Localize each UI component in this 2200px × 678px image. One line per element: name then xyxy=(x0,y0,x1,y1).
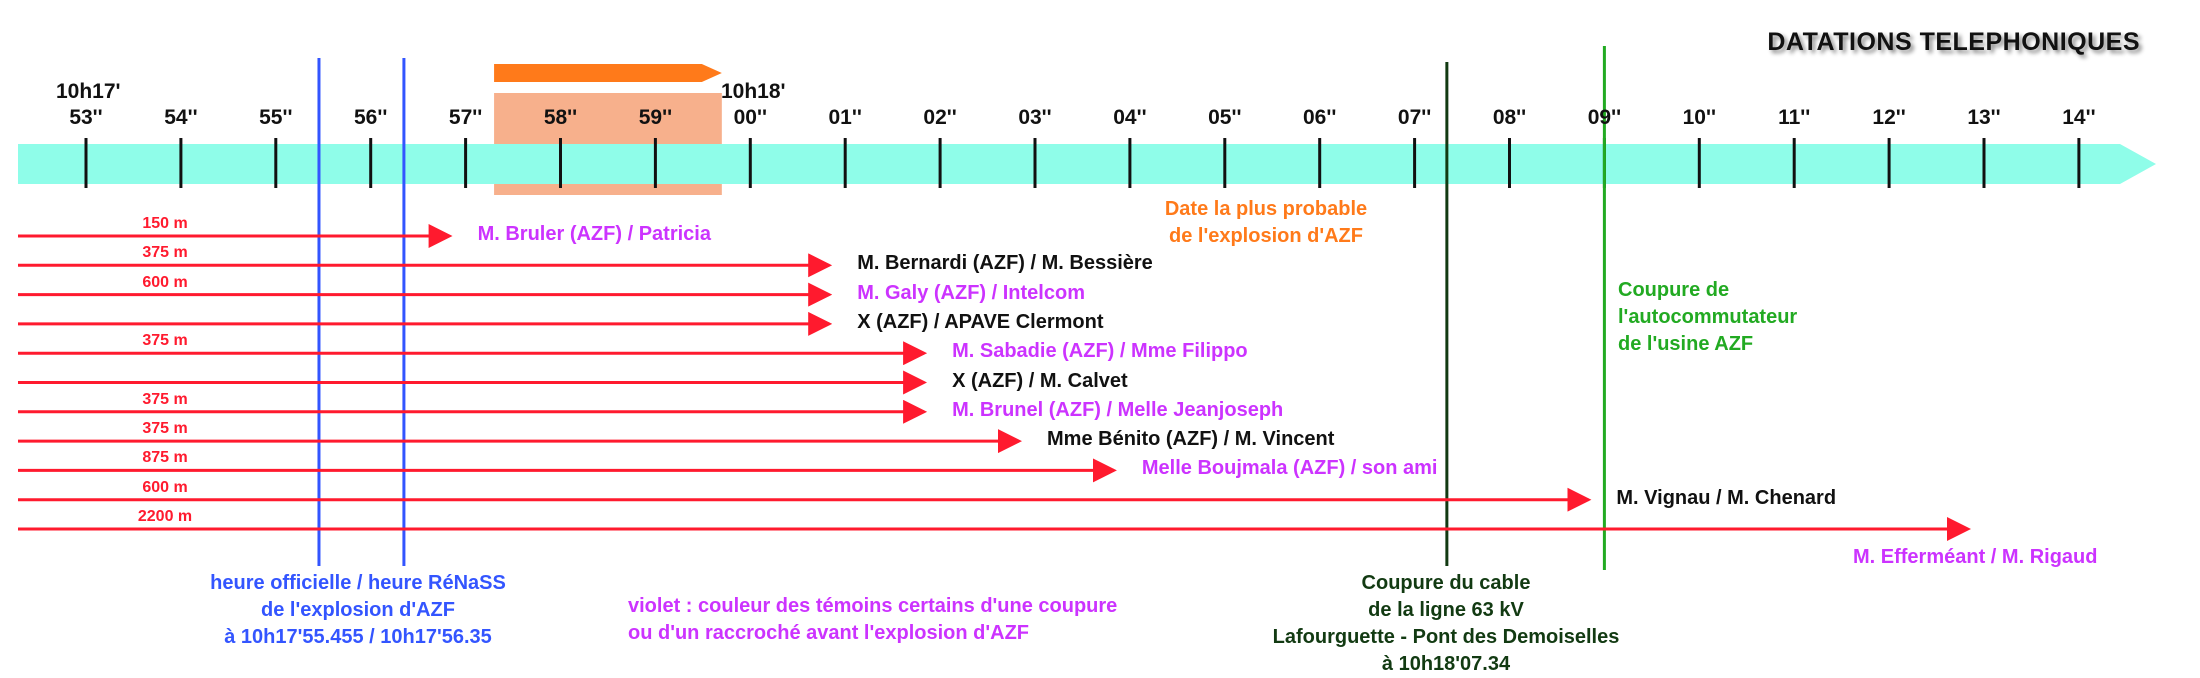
call-label: M. Bernardi (AZF) / M. Bessière xyxy=(857,252,1153,275)
call-distance: 375 m xyxy=(142,332,188,350)
autocom-note-line-2: l'autocommutateur xyxy=(1618,306,1798,328)
legend-line-1: violet : couleur des témoins certains d'… xyxy=(628,595,1118,617)
official-note-line-3: à 10h17'55.455 / 10h17'56.35 xyxy=(224,626,492,648)
call-label: Mme Bénito (AZF) / M. Vincent xyxy=(1047,428,1335,451)
tick-label: 12'' xyxy=(1872,106,1906,129)
time-heading-10h17: 10h17' xyxy=(56,80,121,103)
color-legend-note: violet : couleur des témoins certains d'… xyxy=(628,593,1117,647)
cable-note-line-2: de la ligne 63 kV xyxy=(1368,599,1524,621)
call-distance: 600 m xyxy=(142,273,188,291)
autocom-note-line-1: Coupure de xyxy=(1618,279,1730,301)
time-heading-10h18: 10h18' xyxy=(721,80,786,103)
tick-label: 07'' xyxy=(1397,106,1432,129)
call-distance: 375 m xyxy=(142,390,188,408)
tick-label: 08'' xyxy=(1492,106,1527,129)
probable-date-label: Date la plus probable de l'explosion d'A… xyxy=(1165,196,1367,250)
call-label: M. Bruler (AZF) / Patricia xyxy=(477,223,711,245)
call-label: X (AZF) / M. Calvet xyxy=(952,369,1128,392)
tick-label: 58'' xyxy=(543,106,578,129)
tick-label: 59'' xyxy=(638,106,673,129)
call-label: M. Brunel (AZF) / Melle Jeanjoseph xyxy=(952,398,1284,421)
tick-label: 13'' xyxy=(1967,106,2001,129)
tick-label: 55'' xyxy=(259,106,293,129)
call-label: M. Efferméant / M. Rigaud xyxy=(1853,546,2098,568)
tick-label: 54'' xyxy=(164,106,198,129)
cable-note-line-4: à 10h18'07.34 xyxy=(1381,653,1511,675)
call-distance: 375 m xyxy=(142,244,188,262)
call-distance: 875 m xyxy=(142,449,188,467)
probable-range-arrow xyxy=(494,64,722,82)
call-distance: 150 m xyxy=(142,215,188,232)
page-title: DATATIONS TELEPHONIQUES xyxy=(1767,28,2140,56)
call-label: M. Galy (AZF) / Intelcom xyxy=(857,281,1085,304)
probable-line-2: de l'explosion d'AZF xyxy=(1169,225,1363,247)
timeline-bar xyxy=(18,144,2156,184)
tick-label: 10'' xyxy=(1682,106,1716,129)
call-label: M. Vignau / M. Chenard xyxy=(1616,486,1837,509)
legend-line-2: ou d'un raccroché avant l'explosion d'AZ… xyxy=(628,622,1029,644)
tick-label: 53'' xyxy=(69,106,103,129)
tick-label: 01'' xyxy=(828,106,862,129)
official-note-line-1: heure officielle / heure RéNaSS xyxy=(210,572,506,594)
cable-note-line-3: Lafourguette - Pont des Demoiselles xyxy=(1272,626,1620,648)
call-distance: 600 m xyxy=(142,478,188,496)
autocom-cut-note: Coupure de l'autocommutateur de l'usine … xyxy=(1618,277,1797,358)
tick-label: 02'' xyxy=(923,106,957,129)
autocom-note-line-3: de l'usine AZF xyxy=(1618,333,1754,355)
tick-label: 00'' xyxy=(733,106,767,129)
call-distance: 375 m xyxy=(142,420,188,438)
tick-label: 09'' xyxy=(1587,106,1622,129)
tick-label: 57'' xyxy=(448,106,483,129)
tick-label: 04'' xyxy=(1113,106,1147,129)
tick-label: 03'' xyxy=(1018,106,1052,129)
cable-note-line-1: Coupure du cable xyxy=(1361,572,1531,594)
call-label: X (AZF) / APAVE Clermont xyxy=(857,310,1104,333)
tick-label: 06'' xyxy=(1303,106,1337,129)
cable-cut-note: Coupure du cable de la ligne 63 kV Lafou… xyxy=(1273,570,1620,678)
tick-label: 11'' xyxy=(1778,106,1811,129)
tick-label: 05'' xyxy=(1208,106,1242,129)
probable-line-1: Date la plus probable xyxy=(1164,198,1368,220)
call-distance: 2200 m xyxy=(137,508,193,525)
tick-label: 14'' xyxy=(2062,106,2096,129)
official-note-line-2: de l'explosion d'AZF xyxy=(261,599,455,621)
call-label: Melle Boujmala (AZF) / son ami xyxy=(1141,457,1438,480)
official-time-note: heure officielle / heure RéNaSS de l'exp… xyxy=(210,570,506,651)
call-label: M. Sabadie (AZF) / Mme Filippo xyxy=(952,340,1248,363)
tick-label: 56'' xyxy=(354,106,388,129)
